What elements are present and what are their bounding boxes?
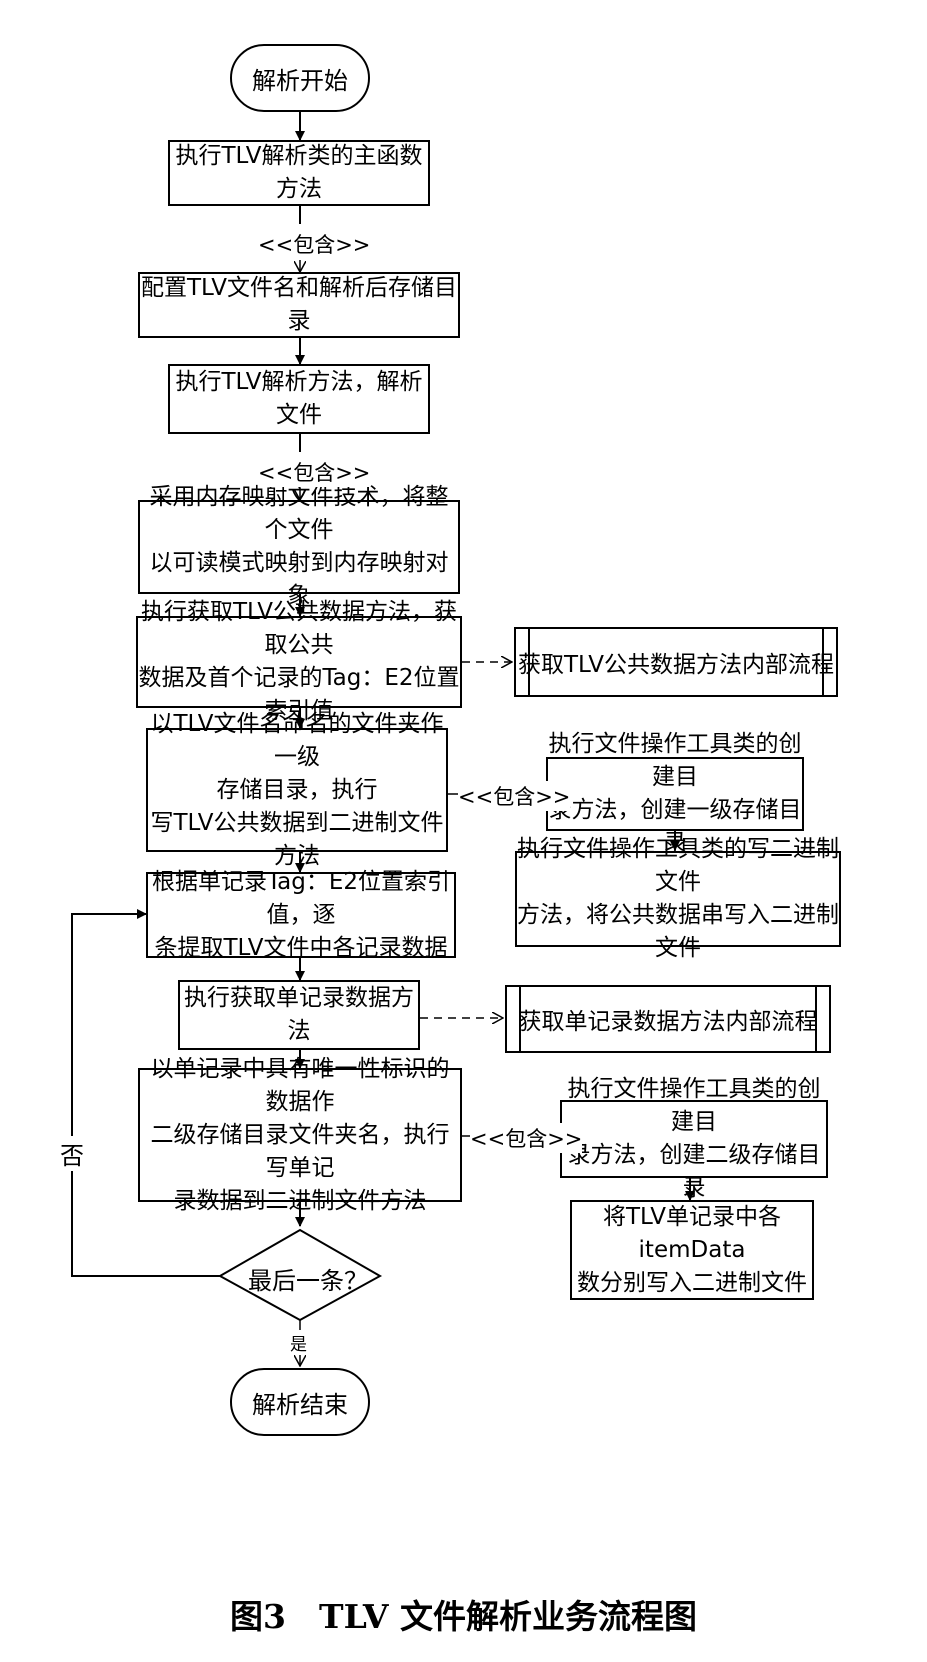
subprocess-text: 获取TLV公共数据方法内部流程 xyxy=(517,652,835,678)
subprocess-text: 获取单记录数据方法内部流程 xyxy=(518,1009,818,1035)
subprocess-bar-right xyxy=(822,629,824,695)
step-line: 执行获取TLV公共数据方法，获取公共 xyxy=(140,599,458,658)
side-line: 执行文件操作工具类的创建目 xyxy=(567,1076,821,1135)
include-label-3: <<包含>> xyxy=(458,781,571,811)
decision-diamond xyxy=(217,1228,383,1322)
subprocess-bar-right xyxy=(815,987,817,1051)
step-text: 执行TLV解析类的主函数方法 xyxy=(175,143,423,202)
side-line: 执行文件操作工具类的创建目 xyxy=(548,731,802,790)
step-extract-records: 根据单记录Tag：E2位置索引值，逐 条提取TLV文件中各记录数据 xyxy=(146,869,456,961)
step-line: 存储目录，执行 xyxy=(216,776,378,803)
subprocess-bar-left xyxy=(528,629,530,695)
side-write-binary: 执行文件操作工具类的写二进制文件 方法，将公共数据串写入二进制文件 xyxy=(515,836,841,961)
side-line: 录方法，创建一级存储目录 xyxy=(548,797,802,856)
step-line: 二级存储目录文件夹名，执行写单记 xyxy=(150,1121,450,1181)
step-line: 以可读模式映射到内存映射对象 xyxy=(149,550,449,609)
subprocess-record-data: 获取单记录数据方法内部流程 xyxy=(505,985,831,1053)
step-text: 执行获取单记录数据方法 xyxy=(184,985,414,1044)
no-label: 否 xyxy=(60,1136,84,1171)
side-line: 将TLV单记录中各itemData xyxy=(602,1203,782,1263)
step-get-public-data: 执行获取TLV公共数据方法，获取公共 数据及首个记录的Tag：E2位置索引值 xyxy=(136,599,462,724)
step-get-record: 执行获取单记录数据方法 xyxy=(178,980,420,1050)
side-create-dir-1: 执行文件操作工具类的创建目 录方法，创建一级存储目录 xyxy=(546,731,804,856)
step-text: 执行TLV解析方法，解析文件 xyxy=(175,369,423,428)
side-line: 录方法，创建二级存储目录 xyxy=(567,1142,821,1201)
end-label: 解析结束 xyxy=(252,1390,348,1419)
decision-label: 最后一条？ xyxy=(248,1267,368,1295)
side-line: 执行文件操作工具类的写二进制文件 xyxy=(517,836,839,895)
figure-caption: 图3 TLV 文件解析业务流程图 xyxy=(230,1597,697,1636)
step-parse: 执行TLV解析方法，解析文件 xyxy=(168,364,430,434)
side-line: 数分别写入二进制文件 xyxy=(577,1269,807,1296)
step-memory-map: 采用内存映射文件技术，将整个文件 以可读模式映射到内存映射对象 xyxy=(138,484,460,609)
side-write-items: 将TLV单记录中各itemData 数分别写入二进制文件 xyxy=(570,1200,814,1300)
side-line: 方法，将公共数据串写入二进制文件 xyxy=(517,902,839,961)
step-line: 采用内存映射文件技术，将整个文件 xyxy=(149,484,449,543)
subprocess-public-data: 获取TLV公共数据方法内部流程 xyxy=(514,627,838,697)
step-configure: 配置TLV文件名和解析后存储目录 xyxy=(138,272,460,338)
side-create-dir-2: 执行文件操作工具类的创建目 录方法，创建二级存储目录 xyxy=(560,1076,828,1201)
subprocess-bar-left xyxy=(519,987,521,1051)
step-line: 以单记录中具有唯一性标识的数据作 xyxy=(150,1055,450,1115)
step-write-record: 以单记录中具有唯一性标识的数据作 二级存储目录文件夹名，执行写单记 录数据到二进… xyxy=(138,1056,462,1214)
step-line: 以TLV文件名命名的文件夹作一级 xyxy=(150,710,444,770)
yes-label: 是 xyxy=(290,1330,307,1355)
step-text: 配置TLV文件名和解析后存储目录 xyxy=(140,275,458,334)
start-label: 解析开始 xyxy=(252,66,348,95)
include-label-4: <<包含>> xyxy=(470,1123,583,1153)
step-write-public-data: 以TLV文件名命名的文件夹作一级 存储目录，执行 写TLV公共数据到二进制文件方… xyxy=(146,711,448,869)
loop-no-line xyxy=(71,909,220,1277)
include-label-2: <<包含>> xyxy=(258,457,371,487)
step-main-function: 执行TLV解析类的主函数方法 xyxy=(168,140,430,206)
step-line: 写TLV公共数据到二进制文件方法 xyxy=(150,809,444,869)
step-line: 条提取TLV文件中各记录数据 xyxy=(154,934,448,961)
step-line: 根据单记录Tag：E2位置索引值，逐 xyxy=(151,868,451,928)
start-terminal: 解析开始 xyxy=(230,44,370,112)
end-terminal: 解析结束 xyxy=(230,1368,370,1436)
include-label-1: <<包含>> xyxy=(258,229,371,259)
step-line: 录数据到二进制文件方法 xyxy=(173,1187,427,1214)
step-line: 数据及首个记录的Tag：E2位置索引值 xyxy=(138,665,460,724)
